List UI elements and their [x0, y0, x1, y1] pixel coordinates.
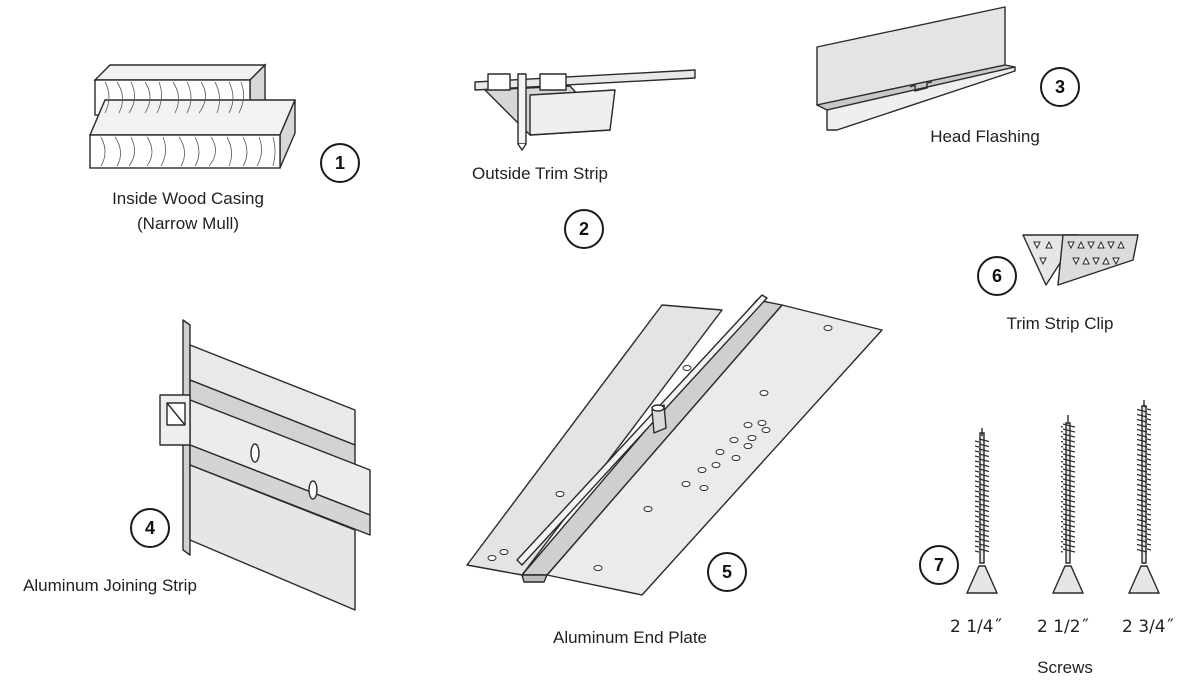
screw-size-label: 2 1/4˝: [950, 617, 1003, 637]
joining-strip-icon: [159, 319, 371, 611]
wood-casing-icon: [88, 63, 297, 169]
part-number-badge: 7: [919, 545, 959, 585]
trim-strip-icon: [474, 69, 696, 151]
screws-icon: [965, 400, 1161, 594]
part-label: Head Flashing: [930, 127, 1040, 146]
part-label-line: (Narrow Mull): [137, 214, 239, 233]
part-label: Screws: [1037, 658, 1093, 677]
trim-clip-icon: [1022, 234, 1139, 286]
head-flashing-icon: [816, 6, 1016, 131]
screw-size-label: 2 1/2˝: [1037, 617, 1090, 637]
part-number-badge: 2: [564, 209, 604, 249]
part-label: Aluminum End Plate: [552, 628, 708, 647]
part-label-line: Inside Wood Casing: [112, 189, 264, 208]
part-number-badge: 6: [977, 256, 1017, 296]
end-plate-icon: [466, 294, 883, 596]
part-number-badge: 5: [707, 552, 747, 592]
part-number-badge: 4: [130, 508, 170, 548]
part-number-badge: 3: [1040, 67, 1080, 107]
part-label: Outside Trim Strip: [471, 164, 609, 183]
part-label: Inside Wood Casing (Narrow Mull): [88, 186, 288, 236]
screw-size-label: 2 3/4˝: [1122, 617, 1175, 637]
part-label: Trim Strip Clip: [1006, 314, 1114, 333]
part-label: Aluminum Joining Strip: [23, 576, 197, 595]
part-number-badge: 1: [320, 143, 360, 183]
